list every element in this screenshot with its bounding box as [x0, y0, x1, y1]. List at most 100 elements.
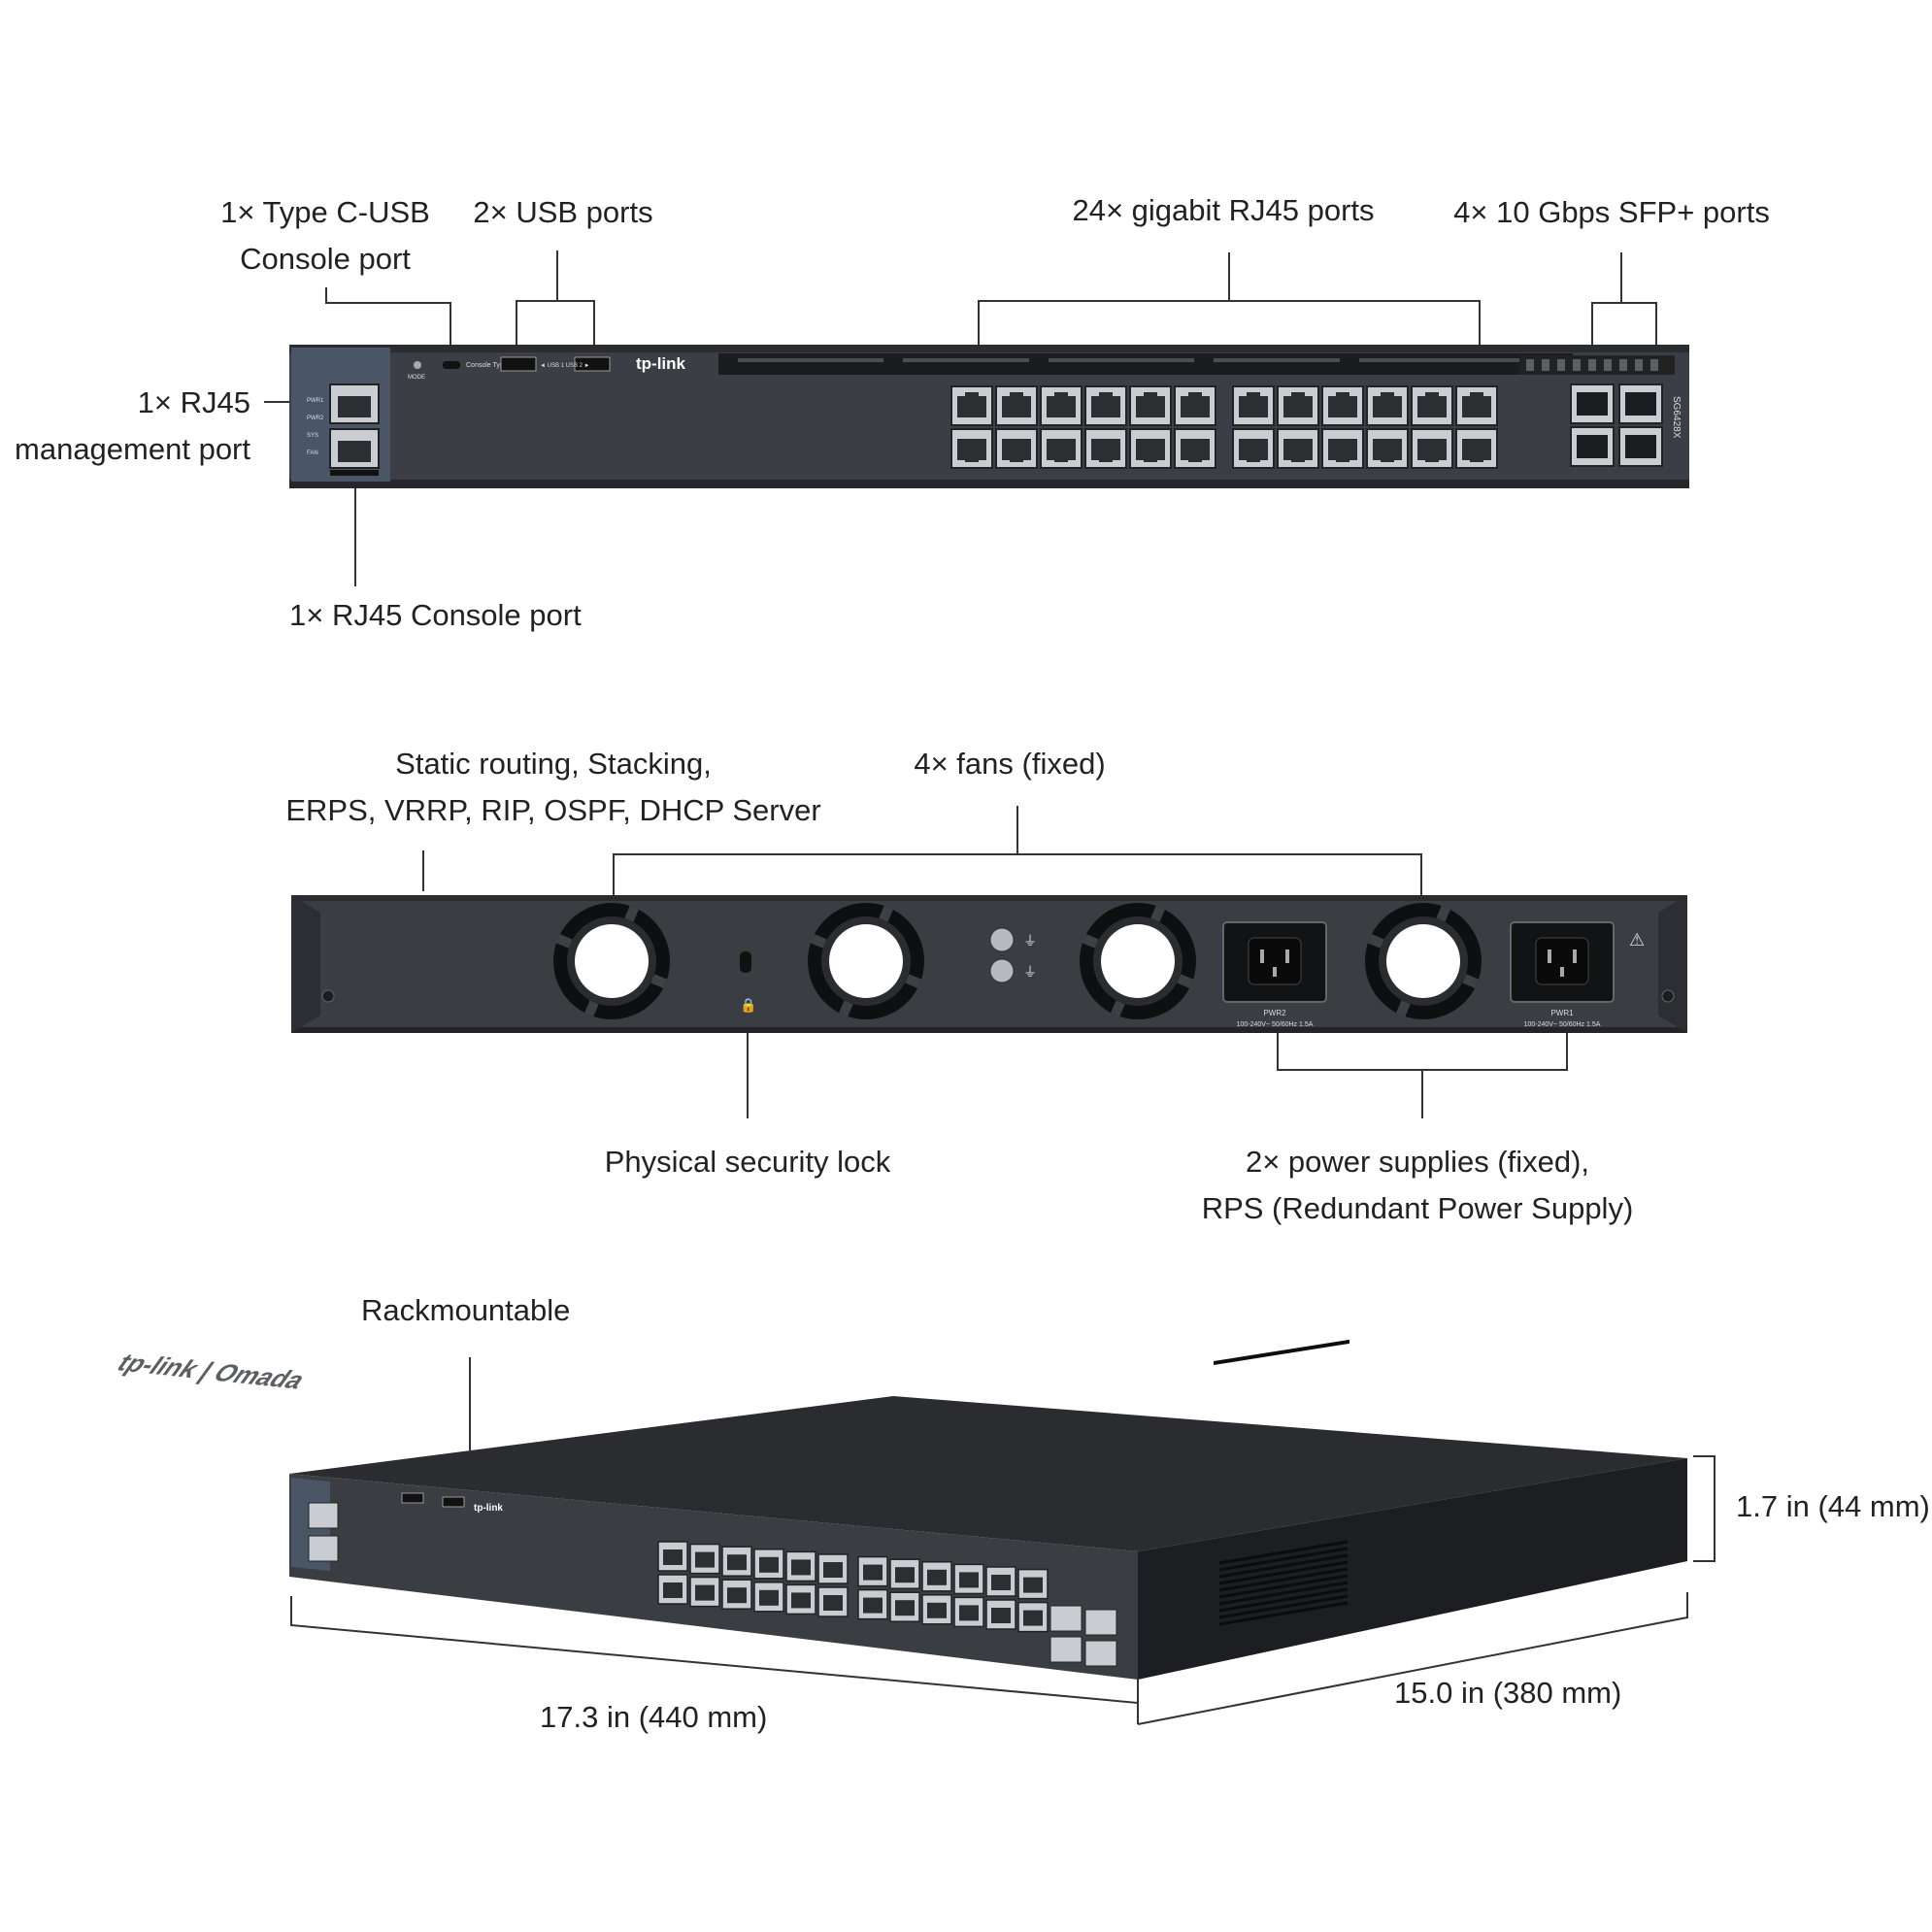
vent-slot [1218, 1587, 1349, 1613]
iso-rj45-port [785, 1583, 816, 1616]
gigabit-ports-label: 24× gigabit RJ45 ports [1072, 193, 1375, 227]
rj45-port [1174, 428, 1216, 469]
vent-slot [1218, 1574, 1349, 1599]
iso-rj45-port [889, 1558, 920, 1589]
rj45-port [1455, 385, 1498, 426]
rear-leader-lines [422, 806, 1568, 1118]
rj45-port [1366, 428, 1409, 469]
rj45-port [1321, 385, 1364, 426]
psu-pwr1-rating: 100-240V~ 50/60Hz 1.5A [1524, 1021, 1601, 1028]
depth-label: 15.0 in (380 mm) [1394, 1676, 1622, 1710]
rj45-port [1129, 428, 1172, 469]
iso-rj45-port [857, 1588, 888, 1620]
iso-rj45-port [921, 1594, 952, 1625]
vent-slot [1218, 1581, 1349, 1606]
rj45-port [950, 385, 993, 426]
sfp-cages [1570, 383, 1663, 467]
mode-button [414, 361, 421, 369]
iso-rj45-port [889, 1591, 920, 1622]
rj45-port [995, 428, 1038, 469]
rj45-port [1277, 385, 1319, 426]
usb2-port [574, 356, 611, 372]
rj45-port [995, 385, 1038, 426]
rj45-port [1411, 385, 1453, 426]
warning-icon: ⚠ [1629, 930, 1645, 949]
vent-slot [1218, 1560, 1349, 1585]
fan-group [553, 903, 1482, 1019]
rj45-port [1455, 428, 1498, 469]
iso-rj45-port [985, 1599, 1016, 1630]
vent-slot [1218, 1601, 1349, 1626]
fans-label: 4× fans (fixed) [914, 747, 1106, 781]
ground-screw-1 [989, 927, 1015, 952]
rj45-port [1174, 385, 1216, 426]
mgmt-port-label-line2: management port [15, 432, 250, 466]
iso-rj45-port [817, 1553, 849, 1584]
usb-text: ◄ USB 1 USB 2 ► [540, 363, 590, 369]
sfp-ports-label: 4× 10 Gbps SFP+ ports [1453, 195, 1770, 229]
security-lock-label: Physical security lock [604, 1145, 891, 1179]
svg-text:🔒: 🔒 [740, 997, 756, 1014]
type-c-port [443, 361, 460, 369]
svg-text:⏚: ⏚ [1023, 964, 1037, 980]
iso-rj45-port [817, 1586, 849, 1617]
iso-rj45-port [721, 1546, 752, 1577]
features-label-line2: ERPS, VRRP, RIP, OSPF, DHCP Server [285, 793, 821, 827]
width-label: 17.3 in (440 mm) [540, 1700, 768, 1734]
mode-text: MODE [408, 375, 425, 381]
iso-rj45-port [753, 1582, 784, 1613]
power-supplies-label-line2: RPS (Redundant Power Supply) [1201, 1191, 1634, 1225]
vent-slot [1218, 1540, 1349, 1565]
rj45-port-grid [950, 385, 1498, 469]
psu-pwr2-name: PWR2 [1263, 1009, 1286, 1017]
iso-rj45-port [921, 1561, 952, 1592]
svg-text:tp-link: tp-link [474, 1503, 503, 1514]
psu-pwr2-rating: 100-240V~ 50/60Hz 1.5A [1237, 1021, 1314, 1028]
rj45-port [1232, 428, 1275, 469]
front-brand-logo: tp-link [636, 354, 686, 373]
led-label-pwr1: PWR1 [307, 398, 324, 404]
rj45-port [1129, 385, 1172, 426]
iso-rj45-port [753, 1549, 784, 1580]
iso-rj45-port [657, 1541, 688, 1572]
height-label: 1.7 in (44 mm) [1736, 1489, 1930, 1523]
iso-rj45-port [785, 1550, 816, 1582]
psu-pwr1: PWR1 100-240V~ 50/60Hz 1.5A [1510, 921, 1615, 1028]
rj45-port [1411, 428, 1453, 469]
fan-icon [553, 903, 670, 1019]
usb-ports-label: 2× USB ports [473, 195, 653, 229]
rj45-port [1040, 428, 1083, 469]
rj45-port [1084, 428, 1127, 469]
iso-rj45-port [689, 1576, 720, 1608]
fan-icon [1365, 903, 1482, 1019]
rj45-port [1277, 428, 1319, 469]
fan-icon [1080, 903, 1196, 1019]
iso-rj45-port [689, 1543, 720, 1575]
iso-side-vents [1218, 1540, 1349, 1626]
usb1-port [500, 356, 537, 372]
vent-slot [1218, 1567, 1349, 1592]
power-supplies-label-line1: 2× power supplies (fixed), [1245, 1145, 1590, 1179]
iso-rj45-grid [657, 1541, 1049, 1633]
led-label-pwr2: PWR2 [307, 416, 324, 421]
features-label-line1: Static routing, Stacking, [395, 747, 712, 781]
mgmt-port-label-line1: 1× RJ45 [137, 385, 250, 419]
rj45-port [1040, 385, 1083, 426]
svg-text:⏚: ⏚ [1023, 933, 1037, 949]
rj45-port [1232, 385, 1275, 426]
top-logo: tp-link | Omada [112, 1349, 313, 1393]
ground-screw-2 [989, 958, 1015, 983]
psu-pwr1-name: PWR1 [1550, 1009, 1574, 1017]
vent-slot [1218, 1547, 1349, 1572]
type-c-console-label-line1: 1× Type C-USB [220, 195, 430, 229]
type-c-console-label-line2: Console port [240, 242, 411, 276]
security-lock-slot [740, 951, 751, 973]
iso-rj45-port [1017, 1568, 1049, 1600]
rj45-port [1366, 385, 1409, 426]
rj45-port [950, 428, 993, 469]
iso-rj45-port [1017, 1601, 1049, 1633]
